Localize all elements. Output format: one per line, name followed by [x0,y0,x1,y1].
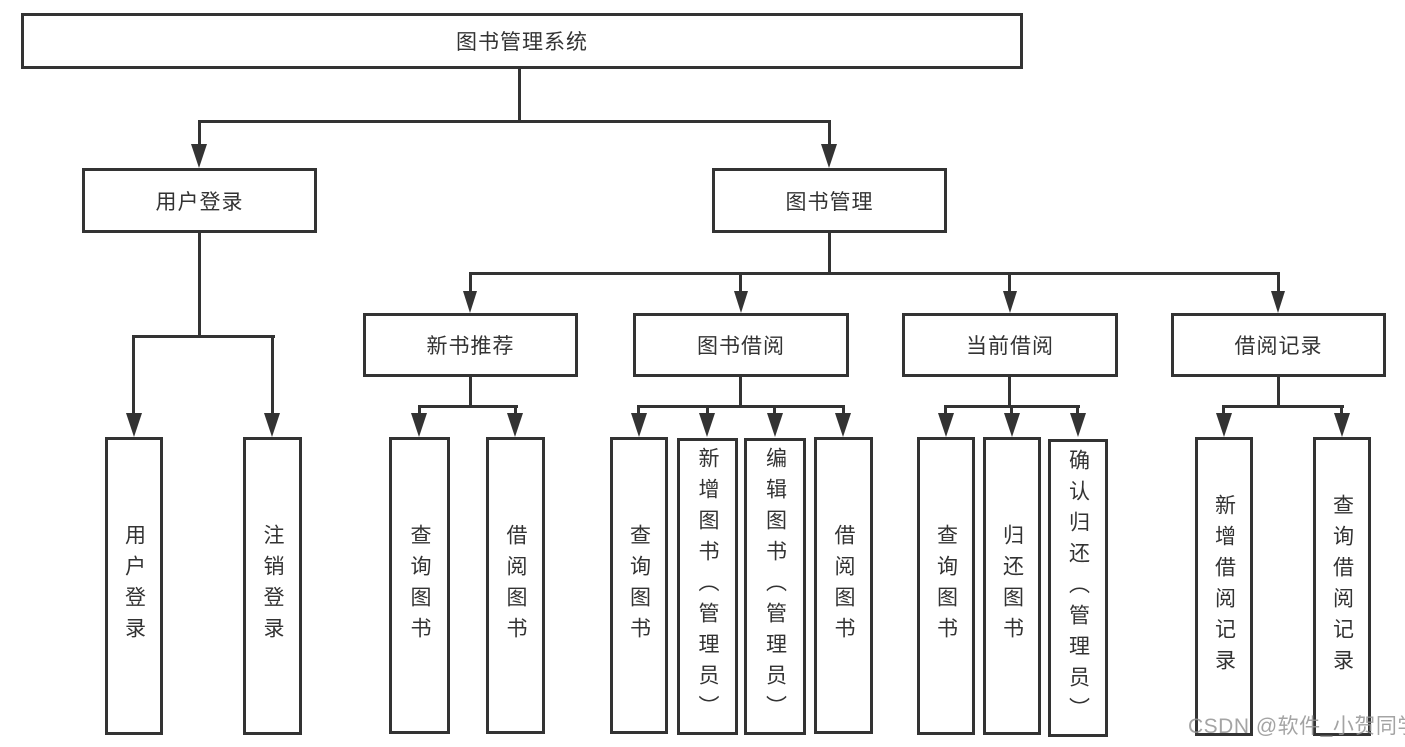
node-leaf-query-books-current: 查询图书 [917,437,975,735]
connector-line [1076,405,1079,417]
node-label: 新书推荐 [426,335,515,358]
connector-line [1008,377,1011,408]
connector-arrowhead [699,413,715,437]
connector-line [469,272,472,291]
connector-arrowhead [463,291,477,313]
node-label: 查询图书 [627,523,651,648]
connector-arrowhead [1216,413,1232,437]
node-borrow-records: 借阅记录 [1171,313,1386,377]
node-label: 新增借阅记录 [1212,493,1236,680]
connector-line [418,405,421,417]
connector-line [773,405,776,417]
node-label: 查询借阅记录 [1330,493,1354,680]
node-label: 用户登录 [155,190,244,214]
node-leaf-query-books-borrow: 查询图书 [610,437,668,734]
connector-arrowhead [938,413,954,437]
connector-arrowhead [411,413,427,437]
node-label: 归还图书 [1000,524,1024,648]
connector-line [132,335,275,338]
connector-arrowhead [821,144,837,168]
node-book-borrow: 图书借阅 [633,313,849,377]
connector-arrowhead [126,413,142,437]
connector-arrowhead [1003,291,1017,313]
node-label: 借阅图书 [504,523,527,648]
connector-line [518,69,521,120]
connector-line [198,120,201,146]
connector-line [637,405,640,417]
node-leaf-query-borrow-record: 查询借阅记录 [1313,437,1371,736]
connector-line [132,335,135,415]
connector-line [842,405,845,417]
connector-arrowhead [631,413,647,437]
node-library-management-system: 图书管理系统 [21,13,1023,69]
connector-line [706,405,709,417]
connector-arrowhead [264,413,280,437]
node-label: 新增图书（管理员） [696,447,719,726]
node-leaf-confirm-return-admin: 确认归还（管理员） [1048,439,1108,737]
node-new-book-recommend: 新书推荐 [363,313,578,377]
node-label: 查询图书 [408,523,431,648]
connector-line [1277,272,1280,291]
connector-arrowhead [767,413,783,437]
connector-line [637,405,845,408]
connector-line [418,405,518,408]
node-label: 当前借阅 [966,335,1054,358]
node-label: 借阅图书 [832,523,855,648]
node-book-management: 图书管理 [712,168,947,233]
connector-line [514,405,517,417]
node-label: 编辑图书（管理员） [763,447,787,726]
connector-line [1008,272,1011,291]
connector-line [1010,405,1013,417]
connector-arrowhead [734,291,748,313]
node-leaf-user-login: 用户登录 [105,437,163,735]
node-current-borrow: 当前借阅 [902,313,1118,377]
csdn-watermark: CSDN @软件_小贺同学 [1188,715,1405,738]
connector-arrowhead [835,413,851,437]
node-label: 图书管理 [785,190,874,214]
connector-arrowhead [1334,413,1350,437]
connector-arrowhead [1004,413,1020,437]
node-leaf-borrow-books: 借阅图书 [814,437,873,734]
node-label: 用户登录 [122,524,146,648]
node-label: 确认归还（管理员） [1066,448,1090,728]
node-leaf-query-books-recommend: 查询图书 [389,437,450,734]
connector-arrowhead [1070,413,1086,437]
connector-line [198,120,831,123]
connector-line [1277,377,1280,408]
node-leaf-add-books-admin: 新增图书（管理员） [677,438,738,735]
connector-line [198,233,201,337]
node-label: 图书管理系统 [456,31,588,54]
connector-line [739,377,742,408]
node-user-login: 用户登录 [82,168,317,233]
connector-line [1222,405,1344,408]
connector-line [469,375,472,408]
connector-arrowhead [1271,291,1285,313]
connector-line [469,272,1280,275]
connector-arrowhead [507,413,523,437]
connector-line [828,120,831,146]
connector-line [828,233,831,275]
node-label: 注销登录 [261,524,284,648]
connector-line [271,335,274,415]
connector-line [944,405,947,417]
node-label: 图书借阅 [697,335,785,358]
node-label: 借阅记录 [1234,335,1323,358]
node-leaf-logout: 注销登录 [243,437,302,735]
node-leaf-edit-books-admin: 编辑图书（管理员） [744,438,806,735]
connector-line [1222,405,1225,417]
node-leaf-borrow-books-recommend: 借阅图书 [486,437,545,734]
connector-line [739,272,742,291]
node-leaf-return-books: 归还图书 [983,437,1041,735]
connector-arrowhead [191,144,207,168]
connector-line [1340,405,1343,417]
node-leaf-add-borrow-record: 新增借阅记录 [1195,437,1253,736]
node-label: 查询图书 [934,524,958,648]
